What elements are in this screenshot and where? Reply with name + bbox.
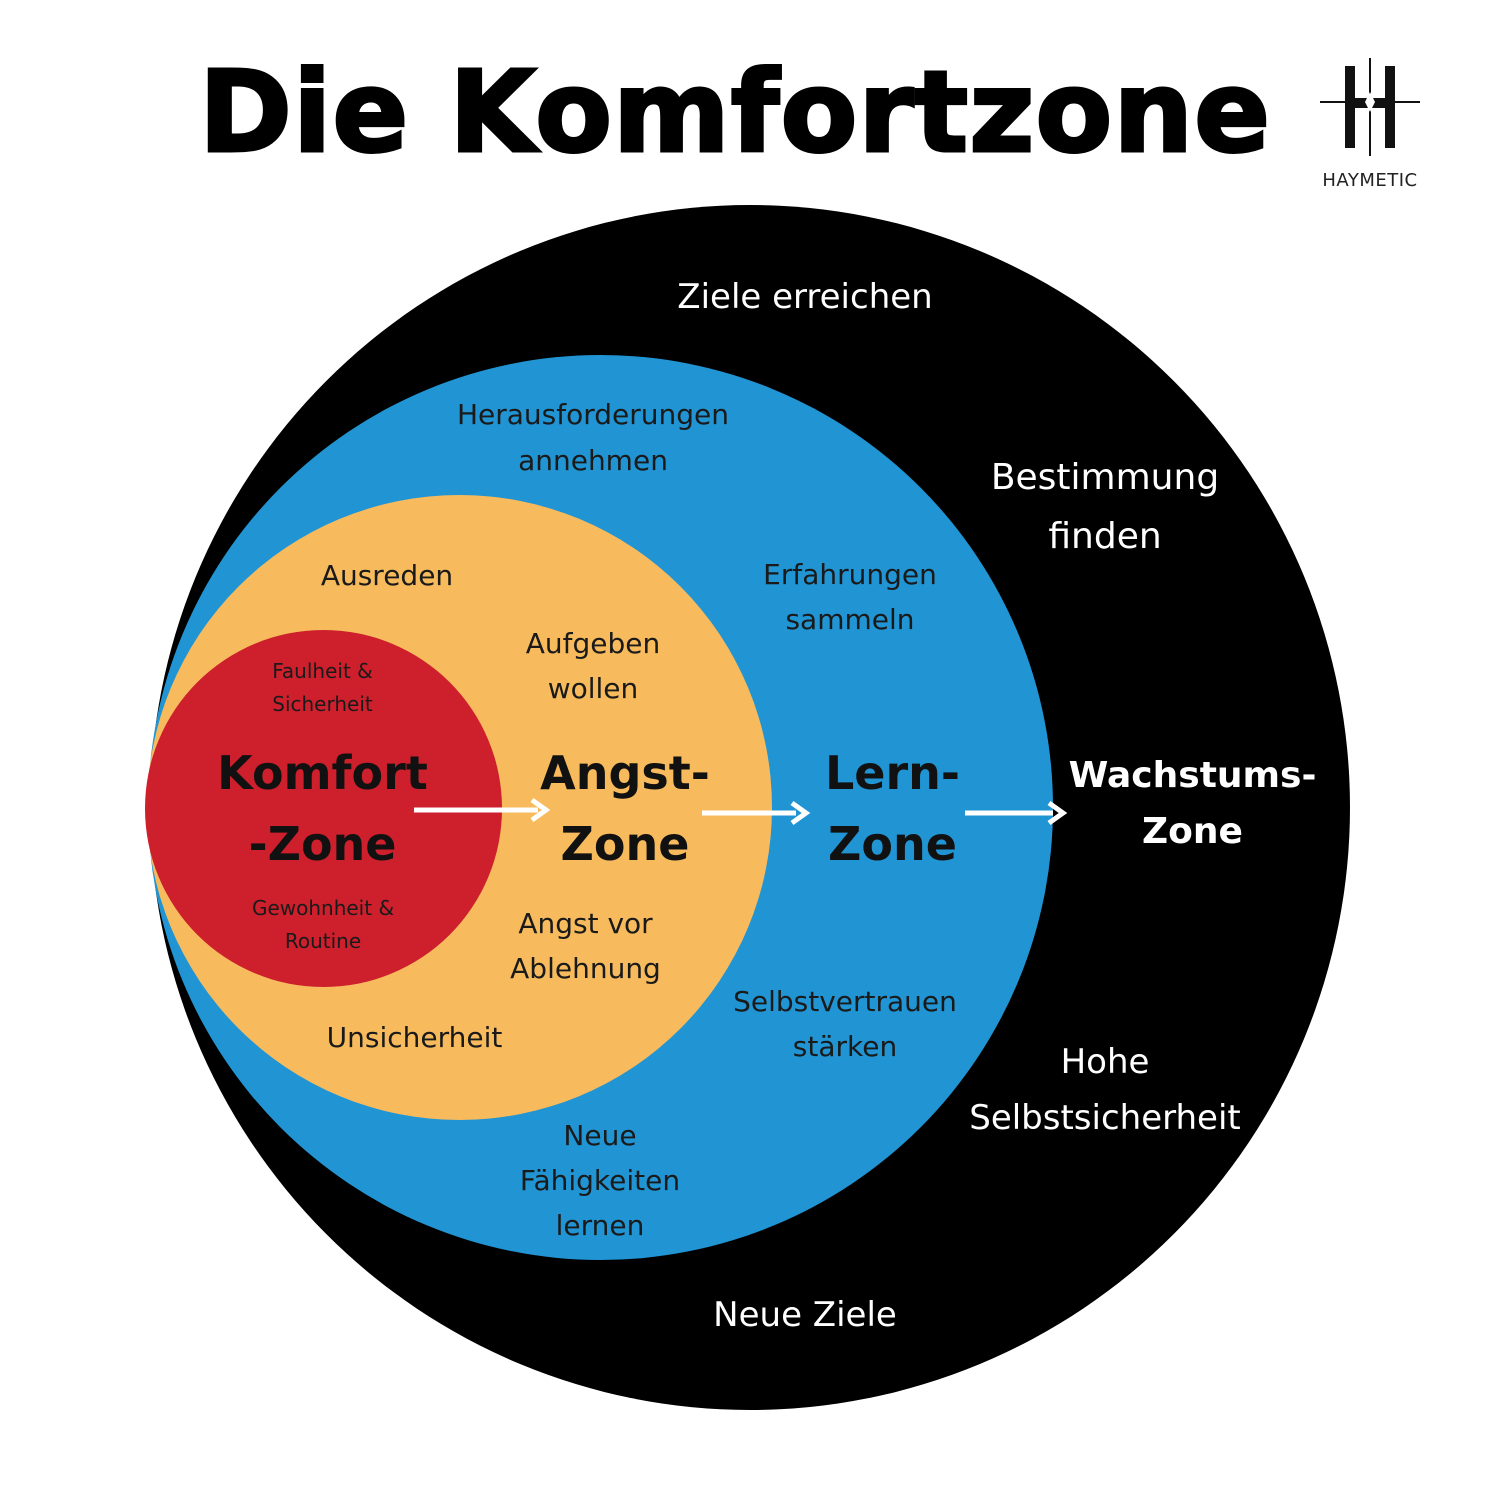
growth-note-purpose-line1: Bestimmung [990, 457, 1220, 498]
learn-note-confidence-line1: Selbstvertrauen [733, 985, 957, 1018]
learn-note-skills-line2: Fähigkeiten [519, 1163, 681, 1197]
learn-note-skills: Neue Fähigkeiten lernen [480, 1114, 720, 1248]
growth-note-purpose-line2: finden [1048, 516, 1162, 558]
logo-brand-text: HAYMETIC [1322, 170, 1418, 191]
haymetic-logo: HAYMETIC [1315, 58, 1425, 198]
growth-note-goals: Ziele erreichen [677, 277, 933, 317]
fear-note-giveup-line2: wollen [547, 671, 639, 705]
growth-note-newgoals: Neue Ziele [713, 1295, 897, 1335]
arrow-right-icon [702, 800, 811, 826]
arrow-right-icon [965, 800, 1068, 826]
growth-note-purpose: Bestimmung finden [945, 448, 1265, 567]
learn-note-experience: Erfahrungen sammeln [720, 553, 980, 643]
learn-note-challenges-line1: Herausforderungen [456, 398, 730, 431]
fear-note-insecurity: Unsicherheit [326, 1021, 503, 1054]
growth-zone-label-line1: Wachstums- [1068, 755, 1317, 796]
learn-note-challenges-line2: annehmen [518, 444, 668, 478]
fear-note-rejection: Angst vor Ablehnung [478, 902, 693, 992]
fear-note-giveup-line1: Aufgeben [525, 627, 661, 660]
learn-note-confidence-line2: stärken [792, 1029, 898, 1063]
fear-zone-label-line2: Zone [560, 817, 690, 872]
comfort-zone-label-line2: -Zone [248, 817, 397, 872]
learn-note-skills-line1: Neue [563, 1119, 637, 1152]
learn-note-confidence: Selbstvertrauen stärken [705, 980, 985, 1070]
learn-zone-label-line1: Lern- [824, 746, 961, 800]
page-title: Die Komfortzone [197, 47, 1272, 180]
learn-zone-label: Lern- Zone [790, 738, 995, 881]
fear-zone-label-line1: Angst- [540, 746, 710, 800]
comfort-note-top-line2: Sicherheit [272, 692, 373, 716]
comfort-zone-label: Komfort -Zone [195, 738, 450, 881]
fear-note-excuses: Ausreden [320, 559, 454, 592]
learn-zone-label-line2: Zone [828, 817, 957, 872]
comfort-zone-label-line1: Komfort [217, 746, 428, 800]
learn-note-experience-line2: sammeln [785, 602, 915, 636]
learn-note-experience-line1: Erfahrungen [763, 558, 937, 591]
growth-note-selfassurance-line2: Selbstsicherheit [969, 1098, 1241, 1139]
growth-zone-label: Wachstums- Zone [1050, 748, 1335, 860]
growth-zone-label-line2: Zone [1142, 810, 1243, 852]
comfort-note-bottom: Gewohnheit & Routine [218, 892, 428, 958]
arrow-right-icon [414, 797, 551, 823]
learn-note-skills-line3: lernen [555, 1208, 645, 1242]
comfort-note-bottom-line1: Gewohnheit & [251, 896, 395, 920]
fear-note-giveup: Aufgeben wollen [493, 622, 693, 712]
fear-note-rejection-line2: Ablehnung [510, 951, 661, 985]
fear-zone-label: Angst- Zone [510, 738, 740, 881]
learn-note-challenges: Herausforderungen annehmen [433, 392, 753, 484]
comfort-note-bottom-line2: Routine [284, 929, 362, 953]
growth-note-selfassurance-line1: Hohe [1060, 1042, 1150, 1082]
growth-note-selfassurance: Hohe Selbstsicherheit [935, 1034, 1275, 1146]
fear-note-rejection-line1: Angst vor [518, 907, 653, 940]
comfort-note-top-line1: Faulheit & [272, 659, 373, 683]
comfort-note-top: Faulheit & Sicherheit [230, 655, 415, 721]
h-compass-logo-icon [1320, 58, 1420, 156]
